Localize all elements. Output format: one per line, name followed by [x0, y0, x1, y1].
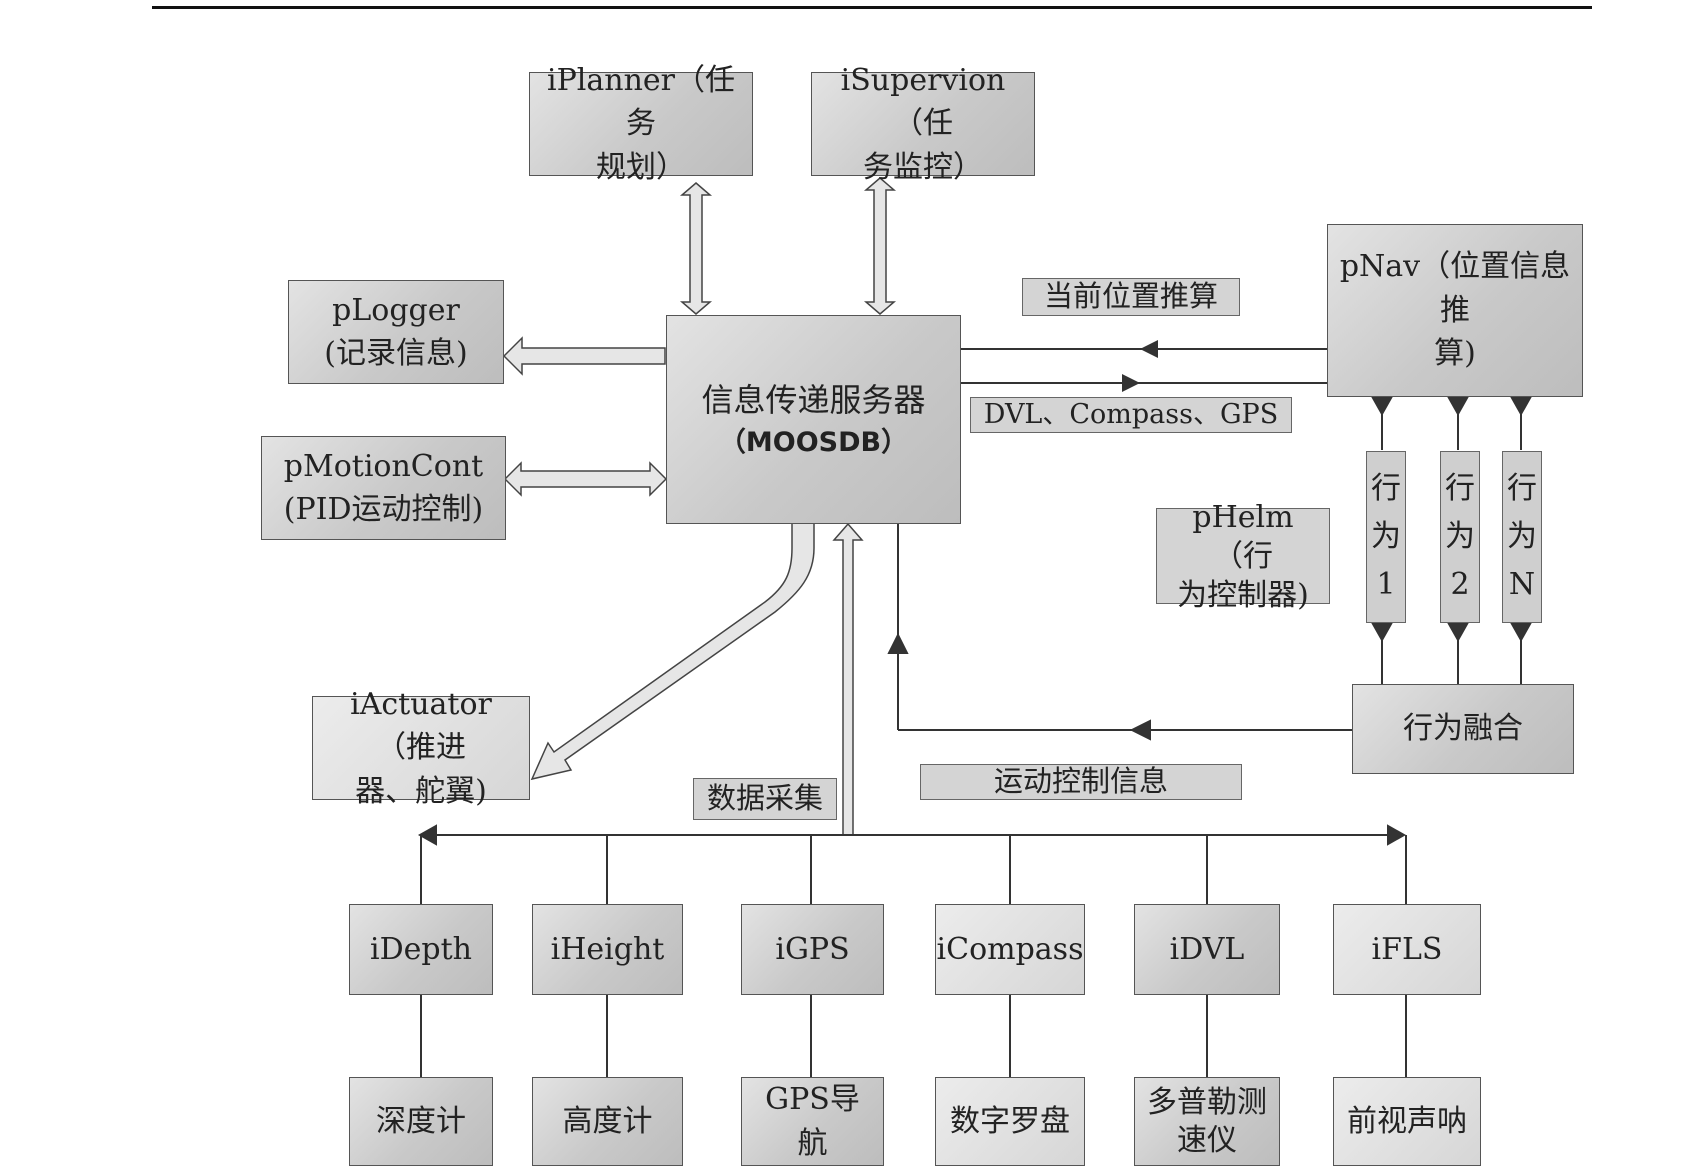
iactuator-line2: 器、舵翼): [355, 773, 487, 809]
altimeter-label: 高度计: [562, 1103, 653, 1139]
iplanner-line2: 规划）: [596, 149, 686, 185]
device-dvl: 多普勒测速仪: [1134, 1077, 1280, 1166]
top-rule: [152, 6, 1592, 9]
gps-device-label: GPS导航: [765, 1082, 860, 1161]
phelm-line2: 为控制器): [1177, 577, 1309, 613]
idepth-label: iDepth: [370, 931, 472, 967]
plogger-line2: (记录信息): [324, 336, 468, 371]
sensor-module-icompass: iCompass: [935, 904, 1085, 995]
behavior-n-box: 行 为 N: [1502, 451, 1542, 623]
behavior-2-box: 行 为 2: [1440, 451, 1480, 623]
device-altimeter: 高度计: [532, 1077, 683, 1166]
device-gps: GPS导航: [741, 1077, 884, 1166]
behavior-1-char1: 行: [1371, 471, 1401, 506]
sensor-module-iheight: iHeight: [532, 904, 683, 995]
pnav-line1: pNav（位置信息推: [1339, 249, 1571, 328]
iactuator-link-arrow: [530, 522, 815, 781]
arrowhead-right: [1122, 374, 1140, 392]
sensor-module-igps: iGPS: [741, 904, 884, 995]
behavior-1-box: 行 为 1: [1366, 451, 1406, 623]
pnav-box: pNav（位置信息推算): [1327, 224, 1583, 397]
sensor-module-ifls: iFLS: [1333, 904, 1481, 995]
behavior-n-char2: 为: [1507, 519, 1537, 554]
iplanner-box: iPlanner（任务规划）: [529, 63, 753, 185]
data-acquisition-label: 数据采集: [693, 778, 837, 820]
pnav-line2: 算): [1434, 336, 1476, 372]
isupervion-box: iSupervion（任务监控）: [811, 63, 1035, 185]
data-acquisition-arrow: [832, 522, 864, 836]
position-estimate-label: 当前位置推算: [1022, 278, 1240, 316]
compass-device-label: 数字罗盘: [950, 1103, 1070, 1139]
iheight-label: iHeight: [550, 931, 665, 967]
device-fls: 前视声呐: [1333, 1077, 1481, 1166]
motion-control-info-label: 运动控制信息: [920, 764, 1242, 800]
behavior-2-char3: 2: [1450, 567, 1470, 602]
arrowhead-left: [1140, 340, 1158, 358]
dvl-device-label: 多普勒测速仪: [1147, 1085, 1267, 1158]
sensor-module-idvl: iDVL: [1134, 904, 1280, 995]
sensors-in-label: DVL、Compass、GPS: [970, 397, 1292, 433]
moosdb-subtitle: （MOOSDB）: [718, 427, 909, 459]
isupervion-line2: 务监控）: [863, 149, 983, 185]
behavior-2-char1: 行: [1445, 471, 1475, 506]
pmotioncont-line1: pMotionCont: [283, 448, 484, 484]
behavior-n-char3: N: [1508, 567, 1536, 602]
ifls-label: iFLS: [1371, 931, 1443, 967]
behavior-1-char3: 1: [1376, 567, 1396, 602]
pmotioncont-line2: (PID运动控制): [283, 492, 484, 527]
plogger-box: pLogger (记录信息): [288, 280, 504, 384]
iactuator-line1: iActuator（推进: [350, 686, 492, 766]
plogger-line1: pLogger: [332, 292, 460, 328]
moosdb-box: 信息传递服务器 （MOOSDB）: [666, 315, 961, 524]
fls-device-label: 前视声呐: [1347, 1103, 1467, 1139]
plogger-link-arrow: [502, 336, 666, 376]
isupervion-link-arrow: [863, 177, 897, 315]
pmotioncont-box: pMotionCont (PID运动控制): [261, 436, 506, 540]
pmotioncont-link-arrow: [503, 461, 668, 497]
device-compass: 数字罗盘: [935, 1077, 1085, 1166]
icompass-label: iCompass: [936, 931, 1084, 967]
moosdb-title: 信息传递服务器: [701, 380, 926, 419]
phelm-line1: pHelm（行: [1192, 499, 1294, 574]
iplanner-link-arrow: [679, 182, 713, 315]
device-depth-gauge: 深度计: [349, 1077, 493, 1166]
behavior-n-char1: 行: [1507, 471, 1537, 506]
phelm-box: pHelm（行为控制器): [1156, 500, 1330, 613]
igps-label: iGPS: [775, 931, 850, 967]
isupervion-line1: iSupervion（任: [840, 62, 1006, 142]
sensor-module-idepth: iDepth: [349, 904, 493, 995]
iplanner-line1: iPlanner（任务: [547, 62, 735, 142]
iactuator-box: iActuator（推进器、舵翼): [312, 687, 530, 809]
behavior-1-char2: 为: [1371, 519, 1401, 554]
idvl-label: iDVL: [1169, 931, 1245, 967]
behavior-fusion-label: 行为融合: [1403, 711, 1523, 747]
behavior-fusion-box: 行为融合: [1352, 684, 1574, 774]
depth-gauge-label: 深度计: [376, 1103, 466, 1139]
behavior-2-char2: 为: [1445, 519, 1475, 554]
